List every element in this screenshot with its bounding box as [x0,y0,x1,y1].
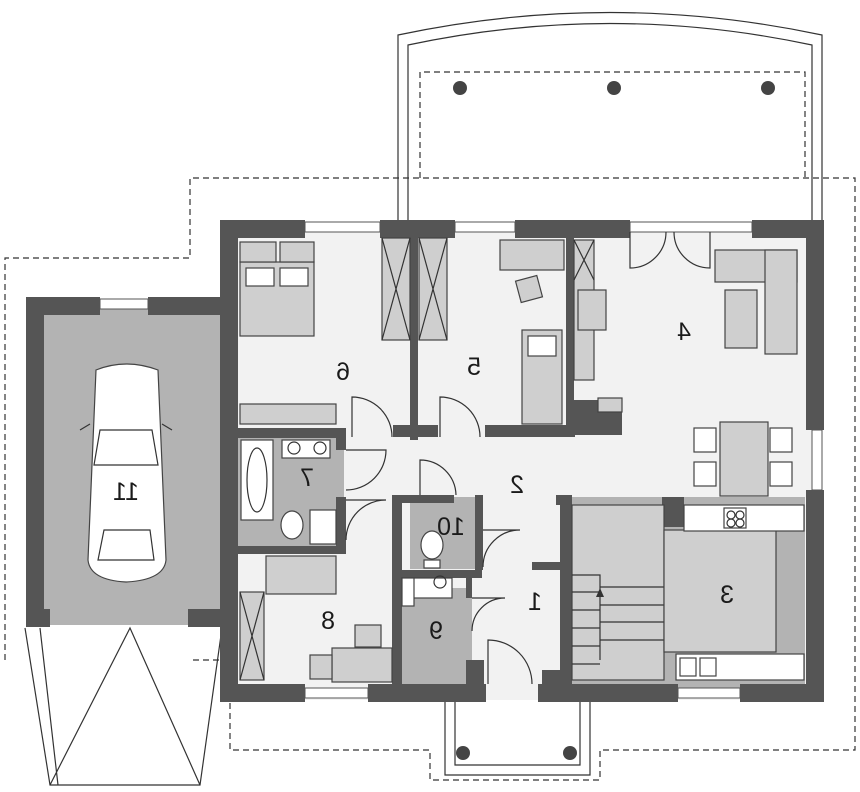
room-number-4: 4 [677,318,691,346]
kitchen-stairs [571,504,805,681]
exterior-walls [26,220,824,702]
driveway [24,626,223,786]
living-furniture [577,249,798,497]
column [607,81,621,95]
terrace-arc [397,11,823,220]
column [563,746,577,760]
column [761,81,775,95]
car-icon [79,363,173,583]
windows [99,221,823,699]
porch-outline [444,700,591,776]
room-number-3: 3 [720,581,734,609]
room-number-8: 8 [321,607,335,635]
bathroom-fixtures [240,439,337,545]
wardrobes [381,237,448,341]
room8-furniture [239,555,393,683]
room-number-11: 11 [113,478,139,506]
interior-walls [238,230,684,690]
room-number-2: 2 [510,471,524,499]
room-number-10: 10 [437,513,465,541]
porch-inner [454,700,581,766]
wc-fixtures [420,530,444,569]
terrace-arc-inner [407,22,813,220]
utility-fixtures [401,575,453,607]
room-number-1: 1 [528,588,542,616]
room-number-9: 9 [429,617,443,645]
room-number-7: 7 [300,464,314,492]
terrace-outline [419,71,806,178]
wc-floor [410,497,480,569]
room-labels: 1 2 3 4 5 6 7 8 9 10 11 [113,318,734,645]
column [456,746,470,760]
doors [345,231,711,685]
column [453,81,467,95]
bedroom-furniture [239,241,337,425]
room-number-6: 6 [336,358,350,386]
room-number-5: 5 [467,353,481,381]
